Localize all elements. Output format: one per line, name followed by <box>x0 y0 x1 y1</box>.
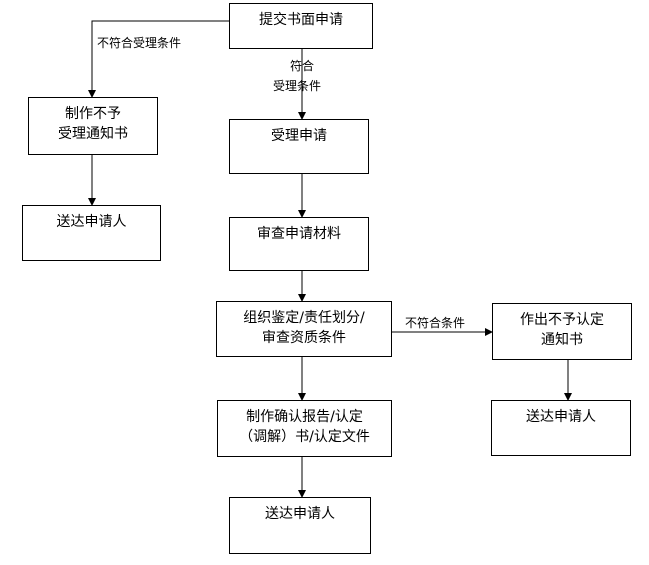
node-deliver-applicant-bottom: 送达申请人 <box>229 497 371 554</box>
edge-label-not-meet-accept: 不符合受理条件 <box>97 36 182 50</box>
edge-label-meet-2: 受理条件 <box>273 79 322 93</box>
node-text: 制作确认报告/认定 <box>246 409 363 425</box>
node-text: 制作不予 <box>65 106 121 122</box>
node-text: 审查资质条件 <box>262 330 346 346</box>
node-organize-appraisal: 组织鉴定/责任划分/ 审查资质条件 <box>216 301 392 357</box>
edge-label-not-meet-conditions: 不符合条件 <box>405 316 466 330</box>
node-text: 审查申请材料 <box>257 226 341 242</box>
node-text: （调解）书/认定文件 <box>239 429 370 445</box>
node-text: 受理通知书 <box>58 126 128 142</box>
node-text: 受理申请 <box>271 128 327 144</box>
node-no-accept-notice: 制作不予 受理通知书 <box>28 97 158 155</box>
node-text: 送达申请人 <box>265 506 335 522</box>
node-deliver-applicant-right: 送达申请人 <box>491 400 631 456</box>
node-text: 提交书面申请 <box>259 12 343 28</box>
node-deliver-applicant-left: 送达申请人 <box>22 205 161 261</box>
node-no-confirm-notice: 作出不予认定 通知书 <box>492 303 632 360</box>
node-text: 组织鉴定/责任划分/ <box>243 310 365 326</box>
node-accept-application: 受理申请 <box>229 119 369 174</box>
edge-submit-to-no-accept <box>88 20 229 98</box>
node-text: 通知书 <box>541 332 583 348</box>
node-text: 送达申请人 <box>526 409 596 425</box>
node-submit-application: 提交书面申请 <box>229 3 373 49</box>
node-text: 送达申请人 <box>56 214 127 230</box>
node-review-materials: 审查申请材料 <box>229 217 369 271</box>
node-text: 作出不予认定 <box>520 312 604 328</box>
node-make-report: 制作确认报告/认定 （调解）书/认定文件 <box>217 400 392 457</box>
edge-label-meet-1: 符合 <box>290 59 315 73</box>
